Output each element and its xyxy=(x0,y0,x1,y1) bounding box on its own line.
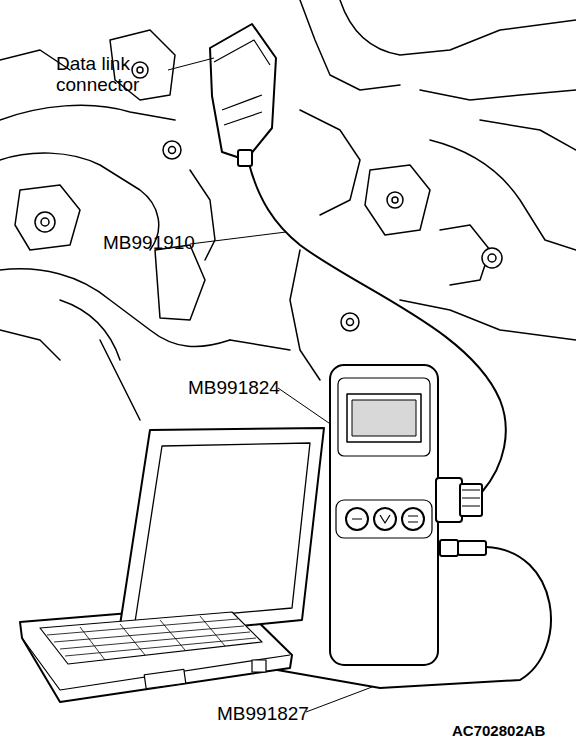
data-link-connector-plug xyxy=(210,24,276,166)
vci-device xyxy=(330,365,486,665)
part-number: MB991910 xyxy=(103,232,193,253)
figure-code: AC702802AB xyxy=(452,722,572,739)
part-label: Data link connector xyxy=(56,53,174,95)
engine-bay-background xyxy=(0,0,576,420)
laptop-computer xyxy=(20,428,324,702)
part-number: MB991824 xyxy=(188,377,278,398)
part-number: MB991827 xyxy=(217,703,307,724)
